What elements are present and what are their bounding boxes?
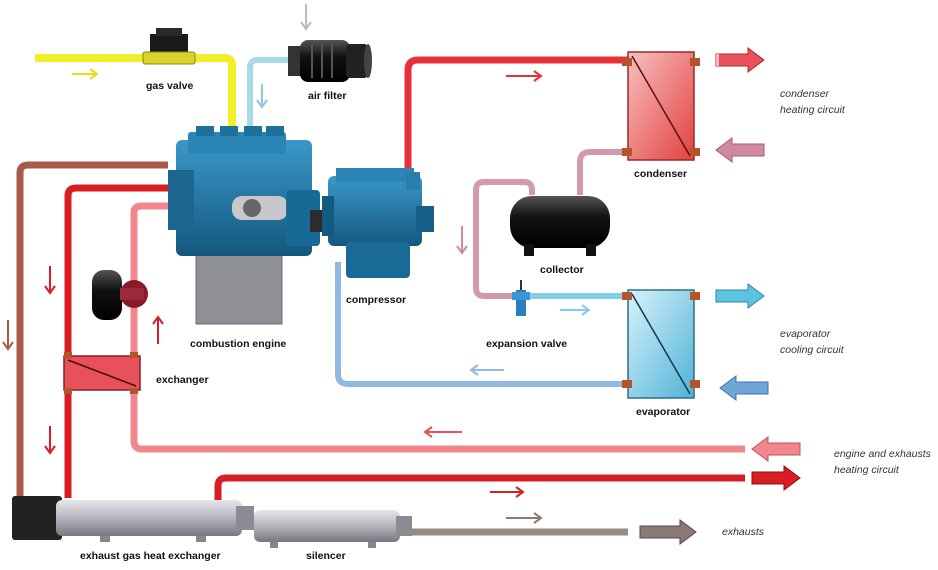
left-brown-flow-arrow — [2, 320, 14, 351]
expansion-valve-label: expansion valve — [486, 338, 568, 350]
exchanger — [63, 352, 141, 394]
pink-return-flow-arrow — [423, 426, 462, 438]
cold-return-flow-arrow — [469, 364, 504, 376]
silencer-label: silencer — [306, 550, 346, 562]
cold-flow-arrow — [560, 304, 591, 316]
silencer — [254, 510, 412, 548]
condenser-inlet-arrow — [715, 137, 765, 163]
exhausts-note: exhausts — [722, 526, 765, 538]
engine-circuit-return-pipe — [130, 202, 745, 453]
combustion-engine — [168, 126, 332, 325]
refrigerant-flow-arrow — [456, 226, 468, 255]
evaporator-label: evaporator — [636, 406, 691, 418]
condenser-to-collector-pipe — [577, 149, 628, 195]
air-flow-arrow-top — [300, 4, 312, 31]
collector-to-expansion-pipe — [473, 179, 535, 299]
air-filter-label: air filter — [308, 90, 347, 102]
compressor-label: compressor — [346, 294, 407, 306]
evaporator-outlet-arrow — [715, 283, 765, 309]
evaporator-circuit-note: evaporator cooling circuit — [780, 326, 844, 358]
evaporator-circuit-line1: evaporator — [780, 328, 831, 340]
exchanger-label: exchanger — [156, 374, 209, 386]
exhaust-outlet-arrow — [639, 519, 697, 545]
evaporator-inlet-arrow — [719, 375, 769, 401]
engine-circuit-note: engine and exhausts heating circuit — [834, 446, 931, 478]
gas-valve-label: gas valve — [146, 80, 194, 92]
engine-circuit-line1: engine and exhausts — [834, 448, 931, 460]
condenser — [622, 51, 700, 161]
condenser-circuit-note: condenser heating circuit — [780, 86, 845, 118]
left-hot-flow-arrow-2 — [44, 426, 56, 455]
flow-arrows — [2, 4, 591, 524]
engine-circuit-outlet-arrow — [751, 465, 801, 491]
combustion-engine-label: combustion engine — [190, 338, 287, 350]
exhaust-flow-arrow — [506, 512, 543, 524]
gas-supply-pipe — [35, 54, 236, 130]
engine-circuit-line2: heating circuit — [834, 464, 899, 476]
exhaust-gas-heat-exchanger-label: exhaust gas heat exchanger — [80, 550, 221, 562]
gas-valve — [142, 28, 196, 65]
expansion-valve — [512, 280, 530, 316]
collector — [510, 196, 610, 256]
evaporator-to-compressor-pipe — [335, 262, 630, 387]
air-filter — [288, 40, 372, 82]
condenser-circuit-line1: condenser — [780, 88, 830, 100]
gas-flow-arrow — [72, 68, 99, 80]
compressor-to-condenser-pipe — [404, 56, 628, 170]
compressor — [322, 168, 434, 278]
left-hot-flow-arrow-1 — [44, 266, 56, 295]
air-flow-arrow — [256, 84, 268, 109]
collector-label: collector — [540, 264, 584, 276]
pump-flow-arrow — [152, 315, 164, 344]
hot-flow-arrow-top — [506, 70, 543, 82]
engine-exhaust-pipe — [16, 161, 168, 498]
circulation-pump — [92, 270, 148, 320]
condenser-outlet-arrow — [715, 47, 765, 73]
air-intake-pipe — [247, 57, 288, 130]
evaporator-circuit-line2: cooling circuit — [780, 344, 844, 356]
condenser-circuit-line2: heating circuit — [780, 104, 845, 116]
engine-circuit-inlet-arrow — [751, 436, 801, 462]
engine-to-exhaust-exchanger-pipe — [64, 184, 170, 498]
condenser-label: condenser — [634, 168, 688, 180]
hot-outlet-flow-arrow — [490, 486, 525, 498]
exhaust-gas-heat-exchanger — [12, 496, 254, 542]
evaporator — [622, 289, 700, 399]
heating-outlet-pipe — [214, 474, 745, 505]
